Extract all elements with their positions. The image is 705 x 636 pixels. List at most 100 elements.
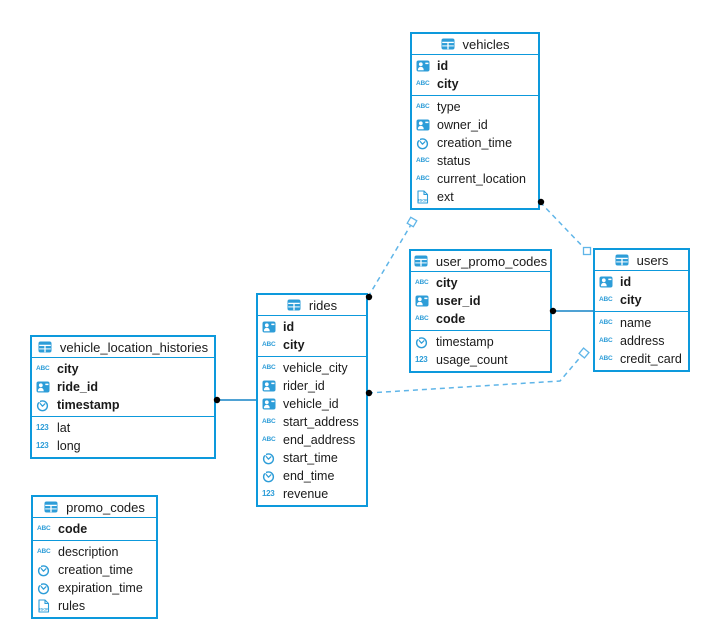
abc-type-icon: ABC	[599, 319, 613, 326]
abc-type-icon: ABC	[415, 279, 429, 286]
abc-type-icon: ABC	[416, 80, 430, 87]
column-row[interactable]: ABC description	[33, 543, 156, 561]
id-badge-icon	[262, 379, 279, 393]
relation-vehicles-users[interactable]	[537, 198, 592, 256]
column-name: user_id	[436, 294, 481, 308]
column-row[interactable]: ABC code	[411, 310, 550, 328]
relation-dot-marker	[537, 198, 545, 206]
table-icon	[287, 298, 304, 312]
relation-dot-marker	[213, 396, 221, 404]
column-row[interactable]: 123 lat	[32, 419, 214, 437]
column-name: expiration_time	[58, 581, 143, 595]
column-row[interactable]: user_id	[411, 292, 550, 310]
column-row[interactable]: ABC type	[412, 98, 538, 116]
table-icon	[441, 37, 458, 51]
columns-section: ABC description creation_time expiration…	[33, 541, 156, 617]
table-title: vehicles	[462, 36, 510, 52]
column-name: code	[58, 522, 88, 536]
column-row[interactable]: ABC city	[258, 336, 366, 354]
column-row[interactable]: creation_time	[33, 561, 156, 579]
column-row[interactable]: ABC end_address	[258, 431, 366, 449]
column-name: rider_id	[283, 379, 325, 393]
clock-icon	[37, 563, 54, 577]
column-row[interactable]: id	[412, 57, 538, 75]
column-name: revenue	[283, 487, 329, 501]
column-row[interactable]: ride_id	[32, 378, 214, 396]
column-row[interactable]: ABC credit_card	[595, 350, 688, 368]
column-row[interactable]: start_time	[258, 449, 366, 467]
relation-square-marker	[578, 347, 590, 359]
columns-section: ABC vehicle_city rider_id vehicle_id ABC…	[258, 357, 366, 505]
column-name: end_time	[283, 469, 335, 483]
relation-user_promo_codes-users[interactable]	[549, 307, 593, 315]
entity-table-vehicles[interactable]: vehicles id ABC city ABC type owner_id c…	[410, 32, 540, 210]
column-name: creation_time	[58, 563, 134, 577]
column-name: description	[58, 545, 119, 559]
table-header: promo_codes	[33, 497, 156, 518]
column-row[interactable]: ABC status	[412, 152, 538, 170]
relation-rides-vehicles[interactable]	[365, 216, 418, 301]
relation-vehicle_location_histories-rides[interactable]	[213, 396, 256, 404]
column-row[interactable]: timestamp	[411, 333, 550, 351]
column-row[interactable]: id	[258, 318, 366, 336]
table-title: user_promo_codes	[435, 253, 548, 269]
column-row[interactable]: id	[595, 273, 688, 291]
abc-type-icon: ABC	[37, 548, 51, 555]
column-name: city	[436, 276, 458, 290]
column-row[interactable]: JSON ext	[412, 188, 538, 206]
relation-dot-marker	[365, 293, 373, 301]
column-name: creation_time	[437, 136, 513, 150]
column-row[interactable]: vehicle_id	[258, 395, 366, 413]
column-row[interactable]: 123 revenue	[258, 485, 366, 503]
entity-table-user_promo_codes[interactable]: user_promo_codes ABC city user_id ABC co…	[409, 249, 552, 373]
table-header: rides	[258, 295, 366, 316]
primary-key-section: id ABC city	[595, 271, 688, 312]
column-name: status	[437, 154, 471, 168]
column-name: id	[437, 59, 449, 73]
column-name: rules	[58, 599, 86, 613]
relation-dot-marker	[365, 389, 373, 397]
abc-type-icon: ABC	[415, 315, 429, 322]
columns-section: 123 lat 123 long	[32, 417, 214, 457]
column-row[interactable]: rider_id	[258, 377, 366, 395]
relation-rides-users[interactable]	[365, 347, 590, 397]
clock-icon	[36, 398, 53, 412]
column-row[interactable]: ABC city	[32, 360, 214, 378]
column-row[interactable]: 123 long	[32, 437, 214, 455]
column-row[interactable]: ABC city	[411, 274, 550, 292]
column-row[interactable]: ABC name	[595, 314, 688, 332]
entity-table-rides[interactable]: rides id ABC city ABC vehicle_city rider…	[256, 293, 368, 507]
column-row[interactable]: ABC address	[595, 332, 688, 350]
svg-text:JSON: JSON	[38, 607, 49, 612]
column-row[interactable]: ABC current_location	[412, 170, 538, 188]
entity-table-users[interactable]: users id ABC city ABC name ABC address A…	[593, 248, 690, 372]
column-row[interactable]: ABC city	[412, 75, 538, 93]
column-row[interactable]: ABC code	[33, 520, 156, 538]
column-row[interactable]: timestamp	[32, 396, 214, 414]
column-row[interactable]: creation_time	[412, 134, 538, 152]
primary-key-section: ABC city ride_id timestamp	[32, 358, 214, 417]
svg-text:JSON: JSON	[417, 198, 428, 203]
abc-type-icon: ABC	[262, 341, 276, 348]
entity-table-vehicle_location_histories[interactable]: vehicle_location_histories ABC city ride…	[30, 335, 216, 459]
table-header: users	[595, 250, 688, 271]
table-icon	[44, 500, 61, 514]
columns-section: ABC name ABC address ABC credit_card	[595, 312, 688, 370]
column-row[interactable]: ABC vehicle_city	[258, 359, 366, 377]
column-name: vehicle_city	[283, 361, 348, 375]
column-row[interactable]: owner_id	[412, 116, 538, 134]
column-row[interactable]: ABC start_address	[258, 413, 366, 431]
column-name: ext	[437, 190, 454, 204]
column-row[interactable]: ABC city	[595, 291, 688, 309]
table-title: rides	[308, 297, 338, 313]
column-row[interactable]: end_time	[258, 467, 366, 485]
column-row[interactable]: expiration_time	[33, 579, 156, 597]
column-row[interactable]: 123 usage_count	[411, 351, 550, 369]
primary-key-section: ABC city user_id ABC code	[411, 272, 550, 331]
entity-table-promo_codes[interactable]: promo_codes ABC code ABC description cre…	[31, 495, 158, 619]
table-title: promo_codes	[66, 499, 145, 515]
clock-icon	[37, 581, 54, 595]
column-row[interactable]: JSON rules	[33, 597, 156, 615]
